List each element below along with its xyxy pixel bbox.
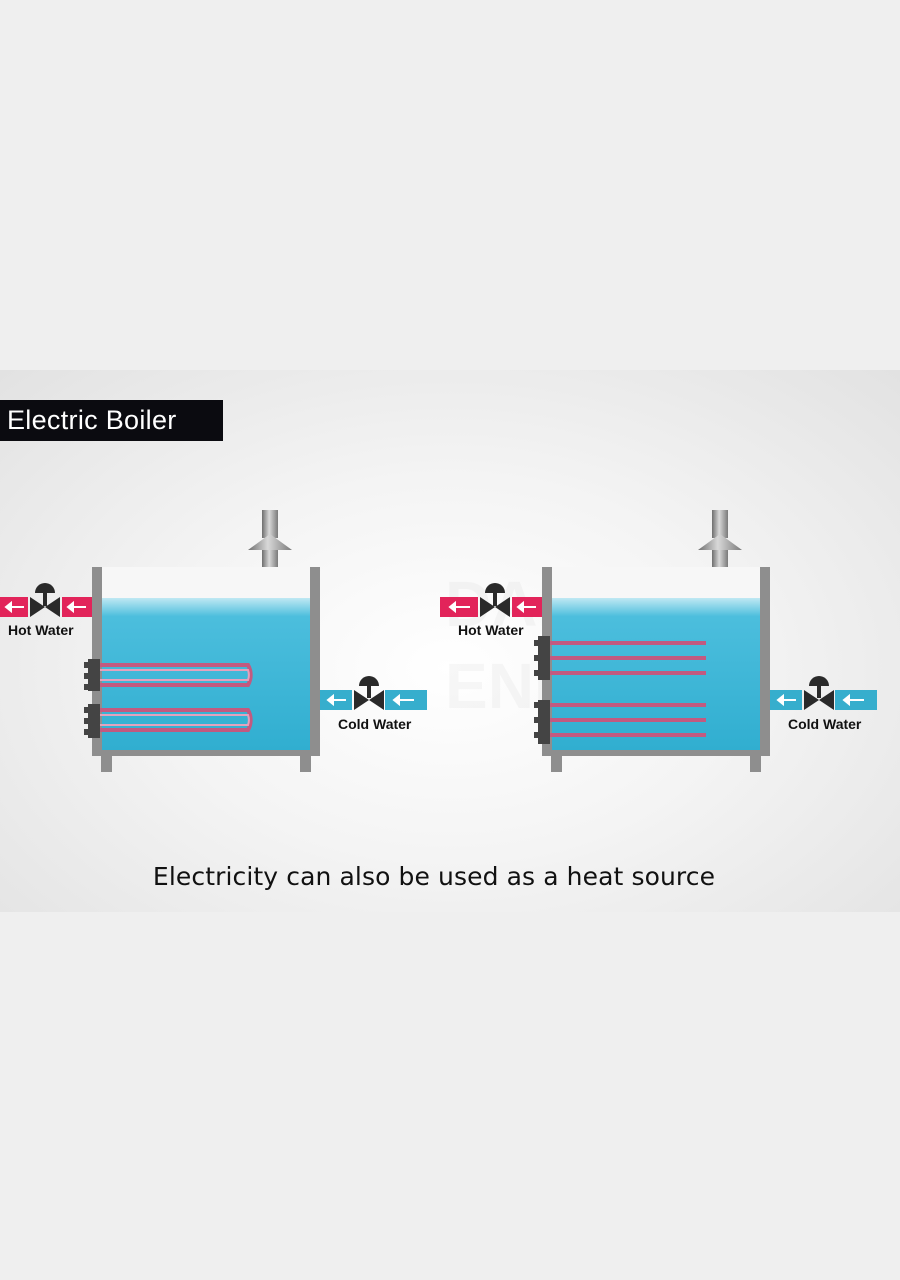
heating-element-left-2 (100, 708, 253, 732)
hot-water-pipe-right (440, 583, 542, 617)
cold-water-pipe-left (320, 676, 427, 710)
diagram-frame: Electric Boiler DABONNE ENERGY (0, 370, 900, 912)
valve-icon (804, 676, 834, 710)
heating-element-right-2 (548, 703, 706, 737)
diagram-title: Electric Boiler (0, 400, 223, 441)
arrow-left-icon (776, 693, 864, 707)
cold-water-pipe-right (770, 676, 877, 710)
arrow-left-icon (4, 600, 86, 614)
caption: Electricity can also be used as a heat s… (152, 862, 716, 891)
arrow-left-icon (326, 693, 414, 707)
hot-water-label-right: Hot Water (458, 622, 524, 638)
chimney-icon (248, 510, 292, 568)
hot-water-pipe-left (0, 583, 92, 617)
valve-icon (30, 583, 60, 617)
hot-water-label-left: Hot Water (8, 622, 74, 638)
arrow-left-icon (448, 600, 536, 614)
boiler-left: Hot Water Cold Water (0, 510, 427, 772)
heating-element-left-1 (100, 663, 253, 687)
chimney-icon (698, 510, 742, 568)
heating-element-right-1 (548, 641, 706, 675)
boiler-right: Hot Water Cold Water (440, 510, 877, 772)
valve-icon (354, 676, 384, 710)
valve-icon (480, 583, 510, 617)
water-left (102, 598, 310, 752)
boiler-diagram: DABONNE ENERGY (0, 510, 877, 772)
cold-water-label-left: Cold Water (338, 716, 412, 732)
cold-water-label-right: Cold Water (788, 716, 862, 732)
